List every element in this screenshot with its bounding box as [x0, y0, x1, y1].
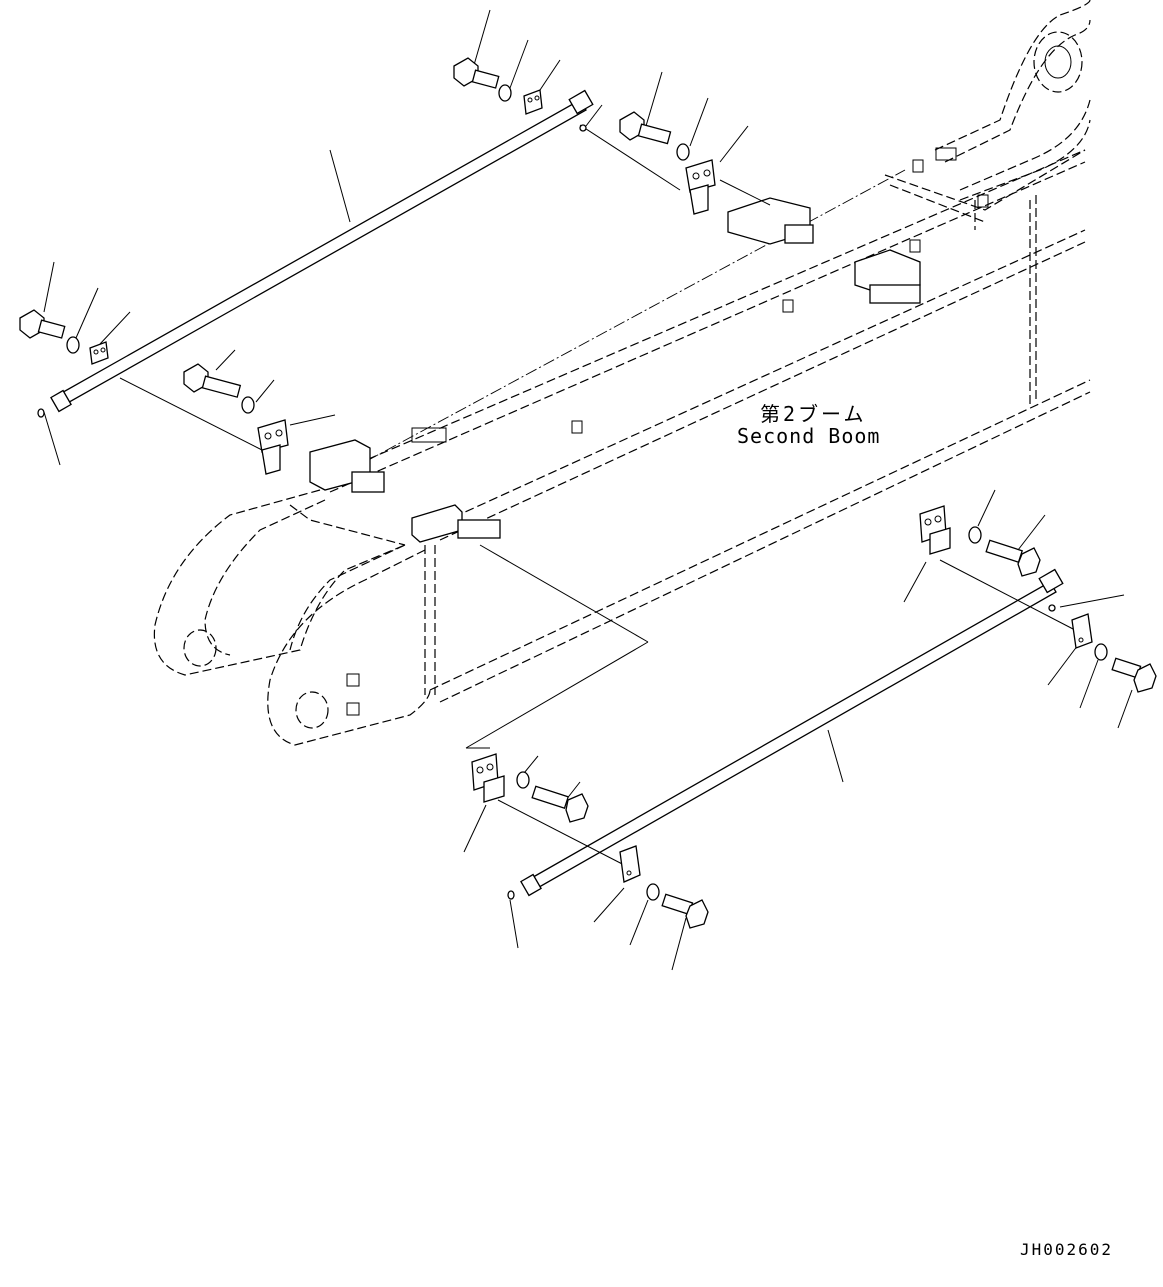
drawing-number: JH002602 [1020, 1240, 1114, 1259]
upper-hose-tube [50, 89, 594, 413]
washer-icon [66, 84, 690, 414]
o-ring-icon [507, 604, 1056, 900]
part-label-english: Second Boom [737, 424, 881, 448]
bracket-icon [523, 89, 543, 115]
mounting-bosses [346, 147, 989, 716]
lower-hose-tube [520, 568, 1064, 897]
bolt-icon [619, 111, 672, 145]
washer-icon [516, 526, 1108, 901]
second-boom-outline [153, 0, 1091, 746]
boom-clamp-blocks [309, 197, 921, 543]
bracket-icon [919, 505, 951, 555]
bracket-icon [89, 341, 109, 365]
bolt-icon [661, 893, 709, 929]
bracket-icon [1071, 613, 1093, 649]
bracket-icon [685, 159, 716, 215]
bracket-icon [257, 419, 289, 475]
bracket-icon [471, 753, 505, 803]
bolt-icon [19, 309, 66, 339]
bolt-icon [531, 785, 589, 823]
bolt-icon [985, 539, 1041, 577]
bolt-icon [453, 57, 500, 89]
bolt-icon [183, 363, 242, 398]
bolt-icon [1111, 657, 1157, 693]
bracket-icon [619, 845, 641, 883]
part-label-japanese: 第2ブーム [760, 402, 867, 426]
o-ring-icon [37, 124, 587, 418]
lower-assembly-leaders [463, 489, 1133, 971]
upper-assembly-leaders [43, 9, 771, 466]
